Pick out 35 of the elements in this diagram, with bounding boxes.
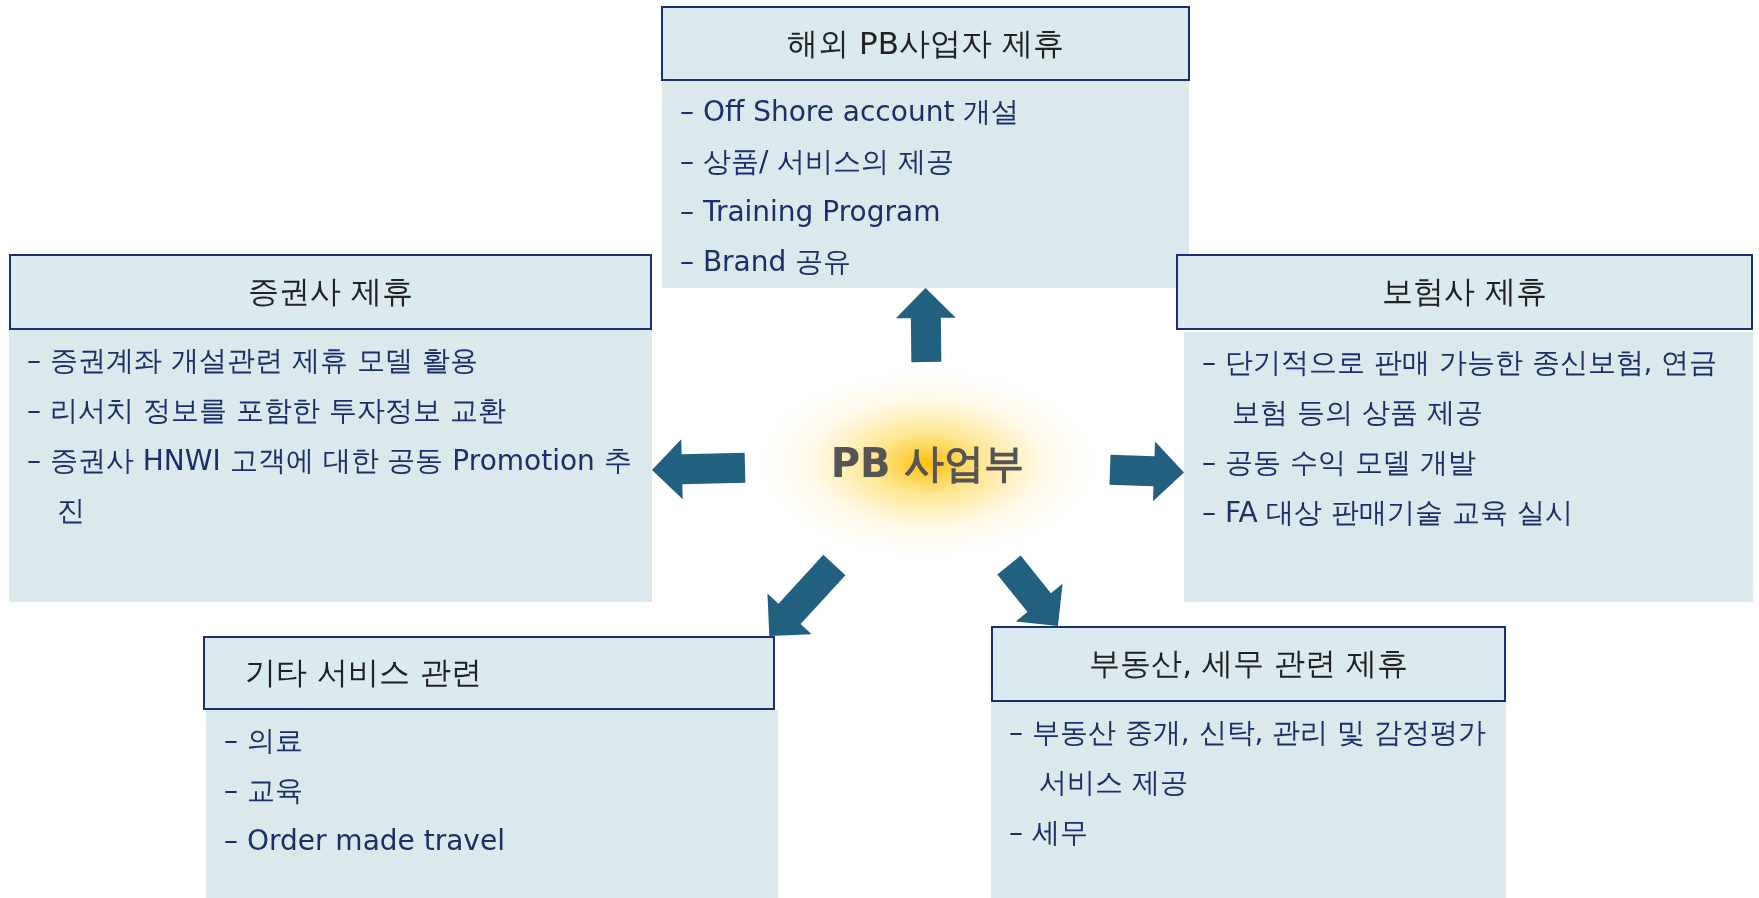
- block-arrow: [997, 555, 1063, 626]
- content-panel: [1184, 332, 1753, 602]
- list-item: – 증권계좌 개설관련 제휴 모델 활용: [27, 343, 479, 379]
- header-text: 기타 서비스 관련: [245, 653, 482, 692]
- header-text: 해외 PB사업자 제휴: [787, 23, 1064, 63]
- block-arrow: [1109, 441, 1184, 502]
- list-item: – Off Shore account 개설: [680, 94, 1021, 130]
- list-item: – 부동산 중개, 신탁, 관리 및 감정평가 서비스 제공: [1009, 715, 1488, 801]
- content-panel: [991, 702, 1506, 898]
- list-item: – 상품/ 서비스의 제공: [680, 144, 956, 180]
- header-text: 증권사 제휴: [248, 272, 413, 311]
- list-item: – Order made travel: [224, 823, 506, 859]
- block-arrow: [652, 439, 746, 500]
- list-item: – 공동 수익 모델 개발: [1202, 445, 1477, 481]
- list-item: – FA 대상 판매기술 교육 실시: [1202, 495, 1575, 531]
- block-arrow: [895, 288, 956, 363]
- list-item: – 의료: [224, 723, 304, 759]
- content-panel: [662, 81, 1189, 288]
- content-panel: [206, 710, 778, 898]
- header-box: [9, 254, 652, 330]
- list-item: – Brand 공유: [680, 244, 853, 280]
- list-item: – Training Program: [680, 194, 942, 230]
- list-item: – 리서치 정보를 포함한 투자정보 교환: [27, 393, 507, 429]
- header-box: [1176, 254, 1753, 330]
- list-item: – 증권사 HNWI 고객에 대한 공동 Promotion 추진: [27, 443, 633, 529]
- header-box: [661, 6, 1190, 81]
- header-text: 보험사 제휴: [1382, 272, 1547, 311]
- list-item: – 단기적으로 판매 가능한 종신보험, 연금보험 등의 상품 제공: [1202, 345, 1719, 431]
- content-panel: [9, 330, 652, 602]
- list-item: – 교육: [224, 773, 304, 809]
- block-arrow: [767, 554, 846, 636]
- list-item: – 세무: [1009, 815, 1089, 851]
- header-box: [991, 626, 1506, 702]
- header-text: 부동산, 세무 관련 제휴: [1089, 644, 1408, 683]
- header-box: [203, 636, 775, 710]
